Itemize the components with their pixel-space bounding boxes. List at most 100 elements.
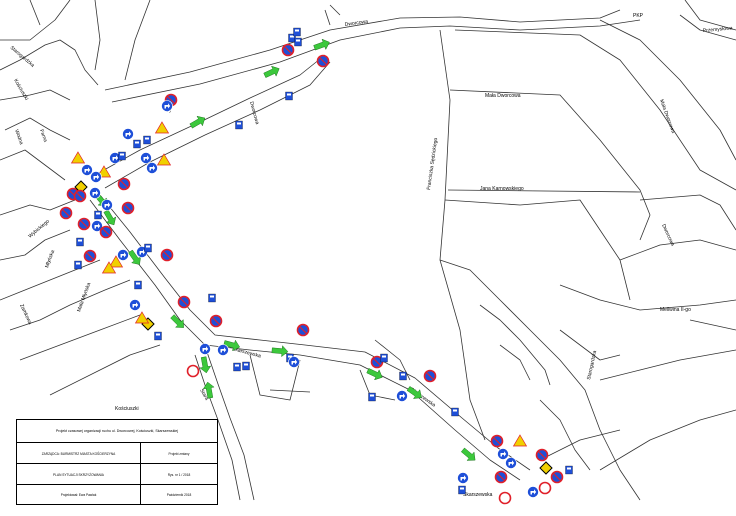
no-stopping-sign-icon [535, 448, 549, 462]
no-stopping-sign-icon [77, 217, 91, 231]
road-edge [447, 189, 641, 193]
road-edge [324, 9, 331, 26]
street-label-mlynska: Młyńska [44, 249, 56, 268]
warning-triangle-sign-icon [70, 151, 86, 164]
mandatory-direction-sign-icon [497, 448, 509, 460]
information-sign-icon [134, 280, 142, 290]
warning-triangle-sign-icon [101, 261, 117, 274]
mandatory-direction-sign-icon [122, 128, 134, 140]
street-label-pkp: PKP [633, 13, 644, 19]
mandatory-direction-sign-icon [217, 344, 229, 356]
no-stopping-sign-icon [73, 189, 87, 203]
no-stopping-sign-icon [423, 369, 437, 383]
no-stopping-sign-icon [296, 323, 310, 337]
road-edge [619, 239, 736, 261]
information-sign-icon [118, 151, 126, 161]
no-stopping-sign-icon [316, 54, 330, 68]
road-edge [19, 314, 141, 361]
warning-triangle-sign-icon [156, 153, 172, 166]
information-sign-icon [94, 210, 102, 220]
information-sign-icon [294, 37, 302, 47]
mandatory-direction-sign-icon [396, 390, 408, 402]
mandatory-direction-sign-icon [199, 343, 211, 355]
legend-row-2: PLAN SYTUACJI SKRZYŻOWANIA Rys. nr 1 / 2… [17, 463, 217, 485]
mandatory-direction-sign-icon [457, 472, 469, 484]
green-direction-arrow-icon [189, 115, 206, 129]
road-edge [444, 199, 631, 301]
mandatory-direction-sign-icon [101, 199, 113, 211]
road-edge [559, 329, 621, 361]
road-edge [94, 54, 326, 176]
road-edge [539, 399, 591, 471]
no-stopping-sign-icon [494, 470, 508, 484]
information-sign-icon [458, 485, 466, 495]
legend-row-3: Projektował: Ewa Pawlak Październik 2018 [17, 484, 217, 505]
road-edge [479, 304, 551, 386]
road-edge [124, 0, 151, 81]
no-stopping-sign-icon [209, 314, 223, 328]
street-label-kosc-bot: Kościuszki [115, 406, 139, 412]
street-label-jana-karnowskiego: Jana Karnowskiego [480, 186, 524, 192]
street-label-przemyslowa: Przemysłowa [703, 25, 733, 34]
street-label-meilwina: Meilwina II-go [660, 307, 691, 313]
information-sign-icon [451, 407, 459, 417]
legend-cell-drawing-no: Rys. nr 1 / 2018 [167, 472, 191, 477]
road-edge [599, 409, 736, 471]
legend-cell-manager: ZARZĄDCA: BURMISTRZ MIASTA KOŚCIERZYNA [17, 443, 141, 464]
street-label-wodna: Wodna [13, 129, 24, 146]
road-edge [111, 19, 641, 103]
road-edge [374, 339, 411, 381]
green-direction-arrow-icon [406, 386, 422, 399]
road-edge [104, 9, 621, 91]
green-direction-arrow-icon [271, 345, 289, 358]
prohibition-outline-sign-icon [498, 491, 512, 505]
information-sign-icon [242, 361, 250, 371]
warning-triangle-sign-icon [512, 434, 528, 447]
road-edge [49, 344, 161, 396]
mandatory-direction-sign-icon [117, 249, 129, 261]
road-edge [559, 284, 736, 311]
legend-row-1: ZARZĄDCA: BURMISTRZ MIASTA KOŚCIERZYNA P… [17, 442, 217, 464]
road-edge [329, 4, 341, 16]
green-direction-arrow-icon [313, 38, 330, 51]
mandatory-direction-sign-icon [527, 486, 539, 498]
road-edge [0, 229, 71, 261]
traffic-signs [59, 27, 573, 505]
street-label-starogardzka-r: Starogardzka [586, 350, 598, 381]
green-direction-arrow-icon [128, 249, 141, 265]
information-sign-icon [154, 331, 162, 341]
road-edge [684, 0, 736, 31]
mandatory-direction-sign-icon [140, 152, 152, 164]
road-edge [4, 117, 71, 141]
road-edge [94, 0, 101, 71]
street-label-zamkowa: Zamkowa [18, 303, 33, 325]
street-label-dworcowa-top: Dworcowa [344, 19, 368, 28]
street-label-dworcowa-diag: Dworcowa [248, 101, 260, 125]
no-stopping-sign-icon [160, 248, 174, 262]
no-stopping-sign-icon [99, 225, 113, 239]
mandatory-direction-sign-icon [90, 171, 102, 183]
road-edge [499, 344, 531, 381]
mandatory-direction-sign-icon [505, 457, 517, 469]
information-sign-icon [133, 139, 141, 149]
direction-arrows [93, 38, 476, 461]
road-edge [454, 29, 736, 191]
road-edge [104, 61, 331, 189]
road-edge [439, 259, 601, 431]
information-sign-icon [76, 237, 84, 247]
street-label-mala-dworcowa-v: Mała Dworcowa [658, 99, 676, 135]
green-direction-arrow-icon [202, 381, 215, 399]
information-sign-icon [235, 120, 243, 130]
street-label-farna: Farna [38, 129, 48, 144]
road-edge [29, 0, 41, 26]
no-stopping-sign-icon [117, 177, 131, 191]
road-edge [0, 199, 76, 216]
no-stopping-sign-icon [550, 470, 564, 484]
information-sign-icon [208, 293, 216, 303]
street-label-skarszewska-3: Skarszewska [463, 492, 493, 498]
road-edge [9, 279, 131, 331]
information-sign-icon [74, 260, 82, 270]
road-edge [0, 0, 71, 41]
street-label-wybickiego: Wybickiego [27, 218, 51, 239]
